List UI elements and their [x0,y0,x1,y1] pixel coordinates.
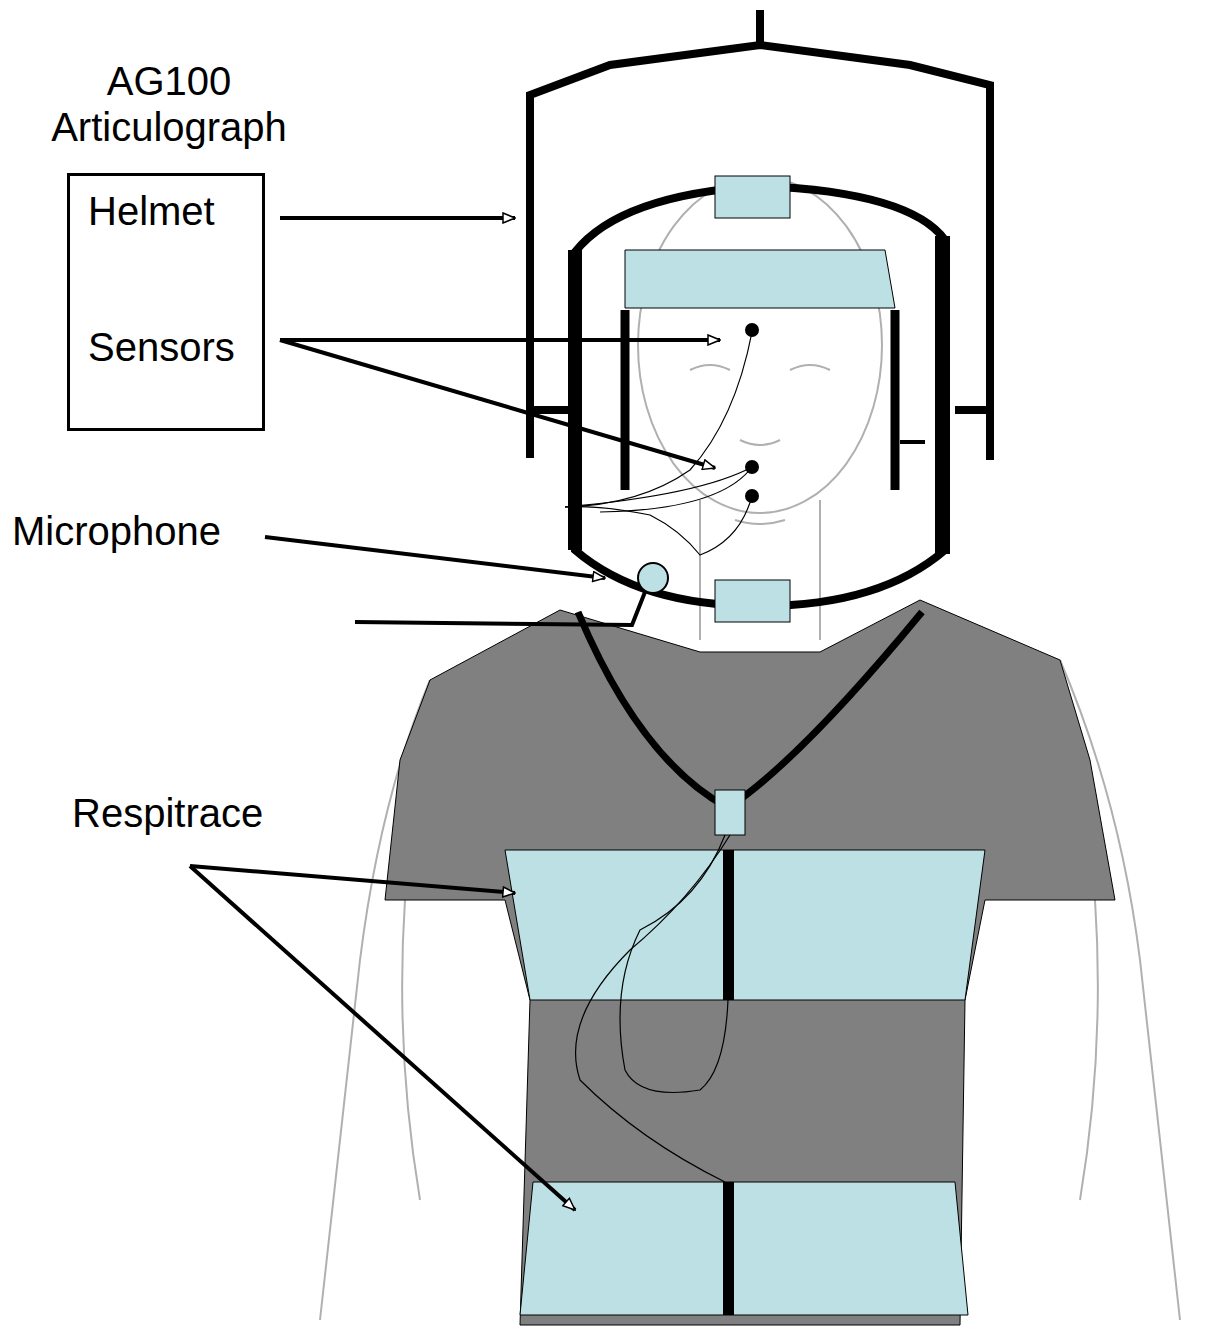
sensor [745,489,759,503]
part-name: Helmet [88,188,263,234]
recorder-box [715,790,745,835]
device-box: AG100 ArticulographHelmetSensors [67,173,265,431]
part-name: Sensors [88,324,263,370]
helmet [575,186,945,606]
respitrace-band [520,1182,968,1315]
wire [576,835,730,1182]
band-seam [723,1182,734,1315]
helmet-frame [530,45,990,460]
helmet-pad [715,580,790,622]
microphone-cable [355,592,645,625]
head-band [625,250,895,308]
helmet-pad [715,176,790,218]
part-name: Respitrace [72,790,263,836]
part-name: Microphone [12,508,221,554]
microphone [638,563,668,593]
band-seam [723,850,734,1000]
sensor [745,323,759,337]
wire [620,835,728,1093]
respitrace-band [505,850,985,1000]
sensor [745,460,759,474]
device-heading: AG100 Articulograph [23,58,315,150]
shirt [385,600,1115,1325]
leader-arrows [190,218,720,1210]
sensor-wires [565,332,752,555]
strap [578,612,922,808]
